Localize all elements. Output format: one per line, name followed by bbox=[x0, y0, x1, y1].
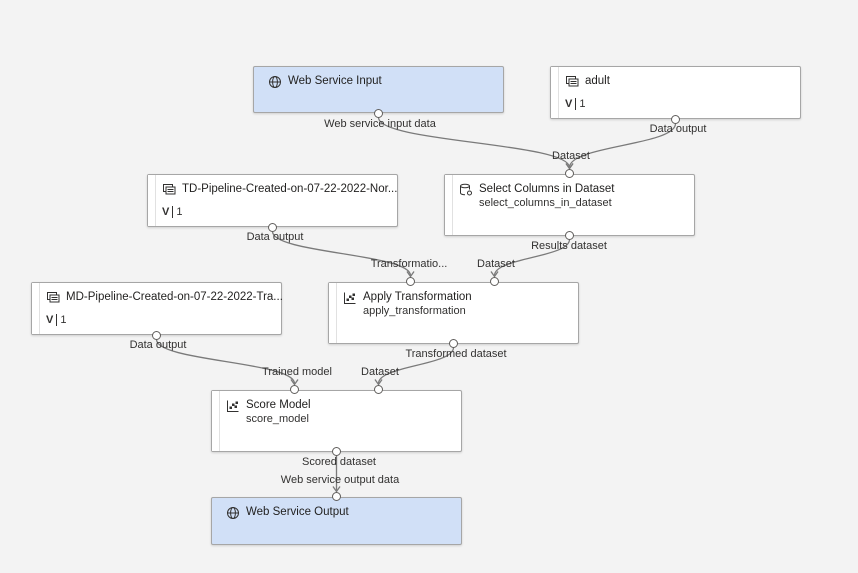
edge-adult_out-to-select_in[interactable] bbox=[568, 123, 677, 168]
port-label-td-data-output: Data output bbox=[246, 231, 304, 243]
port-apply-out[interactable] bbox=[449, 339, 458, 348]
dataset-icon bbox=[46, 291, 60, 305]
node-score-model[interactable]: Score Model score_model bbox=[211, 390, 462, 452]
edge-md_out-to-score_in_model[interactable] bbox=[155, 339, 296, 384]
port-label-transformation: Transformatio... bbox=[370, 258, 448, 270]
port-label-trained-model: Trained model bbox=[262, 366, 332, 378]
node-apply-transformation[interactable]: Apply Transformation apply_transformatio… bbox=[328, 282, 579, 344]
port-label-scored-dataset: Scored dataset bbox=[302, 456, 376, 468]
port-label-adult-data-output: Data output bbox=[649, 123, 707, 135]
node-web-service-output[interactable]: Web Service Output bbox=[211, 497, 462, 545]
node-title: MD-Pipeline-Created-on-07-22-2022-Tra... bbox=[66, 291, 283, 303]
edge-arrow-score_in_dataset bbox=[374, 379, 383, 386]
dataset-icon bbox=[565, 75, 579, 89]
edge-arrow-score_in_model bbox=[290, 379, 299, 386]
port-label-web-service-output-data: Web service output data bbox=[280, 474, 400, 486]
node-title: Score Model bbox=[246, 399, 311, 411]
port-score-out[interactable] bbox=[332, 447, 341, 456]
dataset-settings-icon bbox=[459, 183, 473, 197]
edge-select_out-to-apply_in_dataset[interactable] bbox=[493, 239, 571, 276]
edge-apply_out-to-score_in_dataset[interactable] bbox=[377, 347, 455, 384]
edge-arrow-apply_in_transform bbox=[406, 271, 415, 278]
node-title: Web Service Output bbox=[246, 506, 349, 518]
edge-arrow-select_in bbox=[565, 163, 574, 170]
port-label-results-dataset: Results dataset bbox=[531, 240, 607, 252]
port-label-score-dataset: Dataset bbox=[361, 366, 399, 378]
port-label-web-service-input-data: Web service input data bbox=[324, 118, 436, 130]
port-label-select-dataset: Dataset bbox=[552, 150, 590, 162]
scatter-chart-icon bbox=[226, 399, 240, 413]
edge-td_out-to-apply_in_transform[interactable] bbox=[271, 231, 412, 276]
globe-icon bbox=[226, 506, 240, 520]
node-title: TD-Pipeline-Created-on-07-22-2022-Nor... bbox=[182, 183, 398, 195]
node-subtitle: select_columns_in_dataset bbox=[479, 197, 612, 209]
node-web-service-input[interactable]: Web Service Input bbox=[253, 66, 504, 113]
port-label-transformed-dataset: Transformed dataset bbox=[405, 348, 507, 360]
port-select-in[interactable] bbox=[565, 169, 574, 178]
port-wso-in[interactable] bbox=[332, 492, 341, 501]
port-apply-in-dataset[interactable] bbox=[490, 277, 499, 286]
scatter-chart-icon bbox=[343, 291, 357, 305]
node-title: Web Service Input bbox=[288, 75, 382, 87]
node-select-columns[interactable]: Select Columns in Dataset select_columns… bbox=[444, 174, 695, 236]
node-title: Apply Transformation bbox=[363, 291, 472, 303]
node-subtitle: apply_transformation bbox=[363, 305, 466, 317]
node-title: adult bbox=[585, 75, 610, 87]
edge-arrow-wso_in bbox=[332, 486, 341, 493]
port-wsi-out[interactable] bbox=[374, 109, 383, 118]
node-title: Select Columns in Dataset bbox=[479, 183, 615, 195]
dataset-icon bbox=[162, 183, 176, 197]
node-td-pipeline[interactable]: TD-Pipeline-Created-on-07-22-2022-Nor...… bbox=[147, 174, 398, 227]
port-score-in-model[interactable] bbox=[290, 385, 299, 394]
port-td-out[interactable] bbox=[268, 223, 277, 232]
port-label-apply-dataset: Dataset bbox=[477, 258, 515, 270]
port-label-md-data-output: Data output bbox=[129, 339, 187, 351]
port-md-out[interactable] bbox=[152, 331, 161, 340]
port-select-out[interactable] bbox=[565, 231, 574, 240]
port-score-in-dataset[interactable] bbox=[374, 385, 383, 394]
port-apply-in-transform[interactable] bbox=[406, 277, 415, 286]
globe-icon bbox=[268, 75, 282, 89]
node-md-pipeline[interactable]: MD-Pipeline-Created-on-07-22-2022-Tra...… bbox=[31, 282, 283, 335]
node-subtitle: score_model bbox=[246, 413, 309, 425]
edge-wsi_out-to-select_in[interactable] bbox=[377, 117, 571, 168]
port-adult-out[interactable] bbox=[671, 115, 680, 124]
edge-arrow-apply_in_dataset bbox=[490, 271, 499, 278]
